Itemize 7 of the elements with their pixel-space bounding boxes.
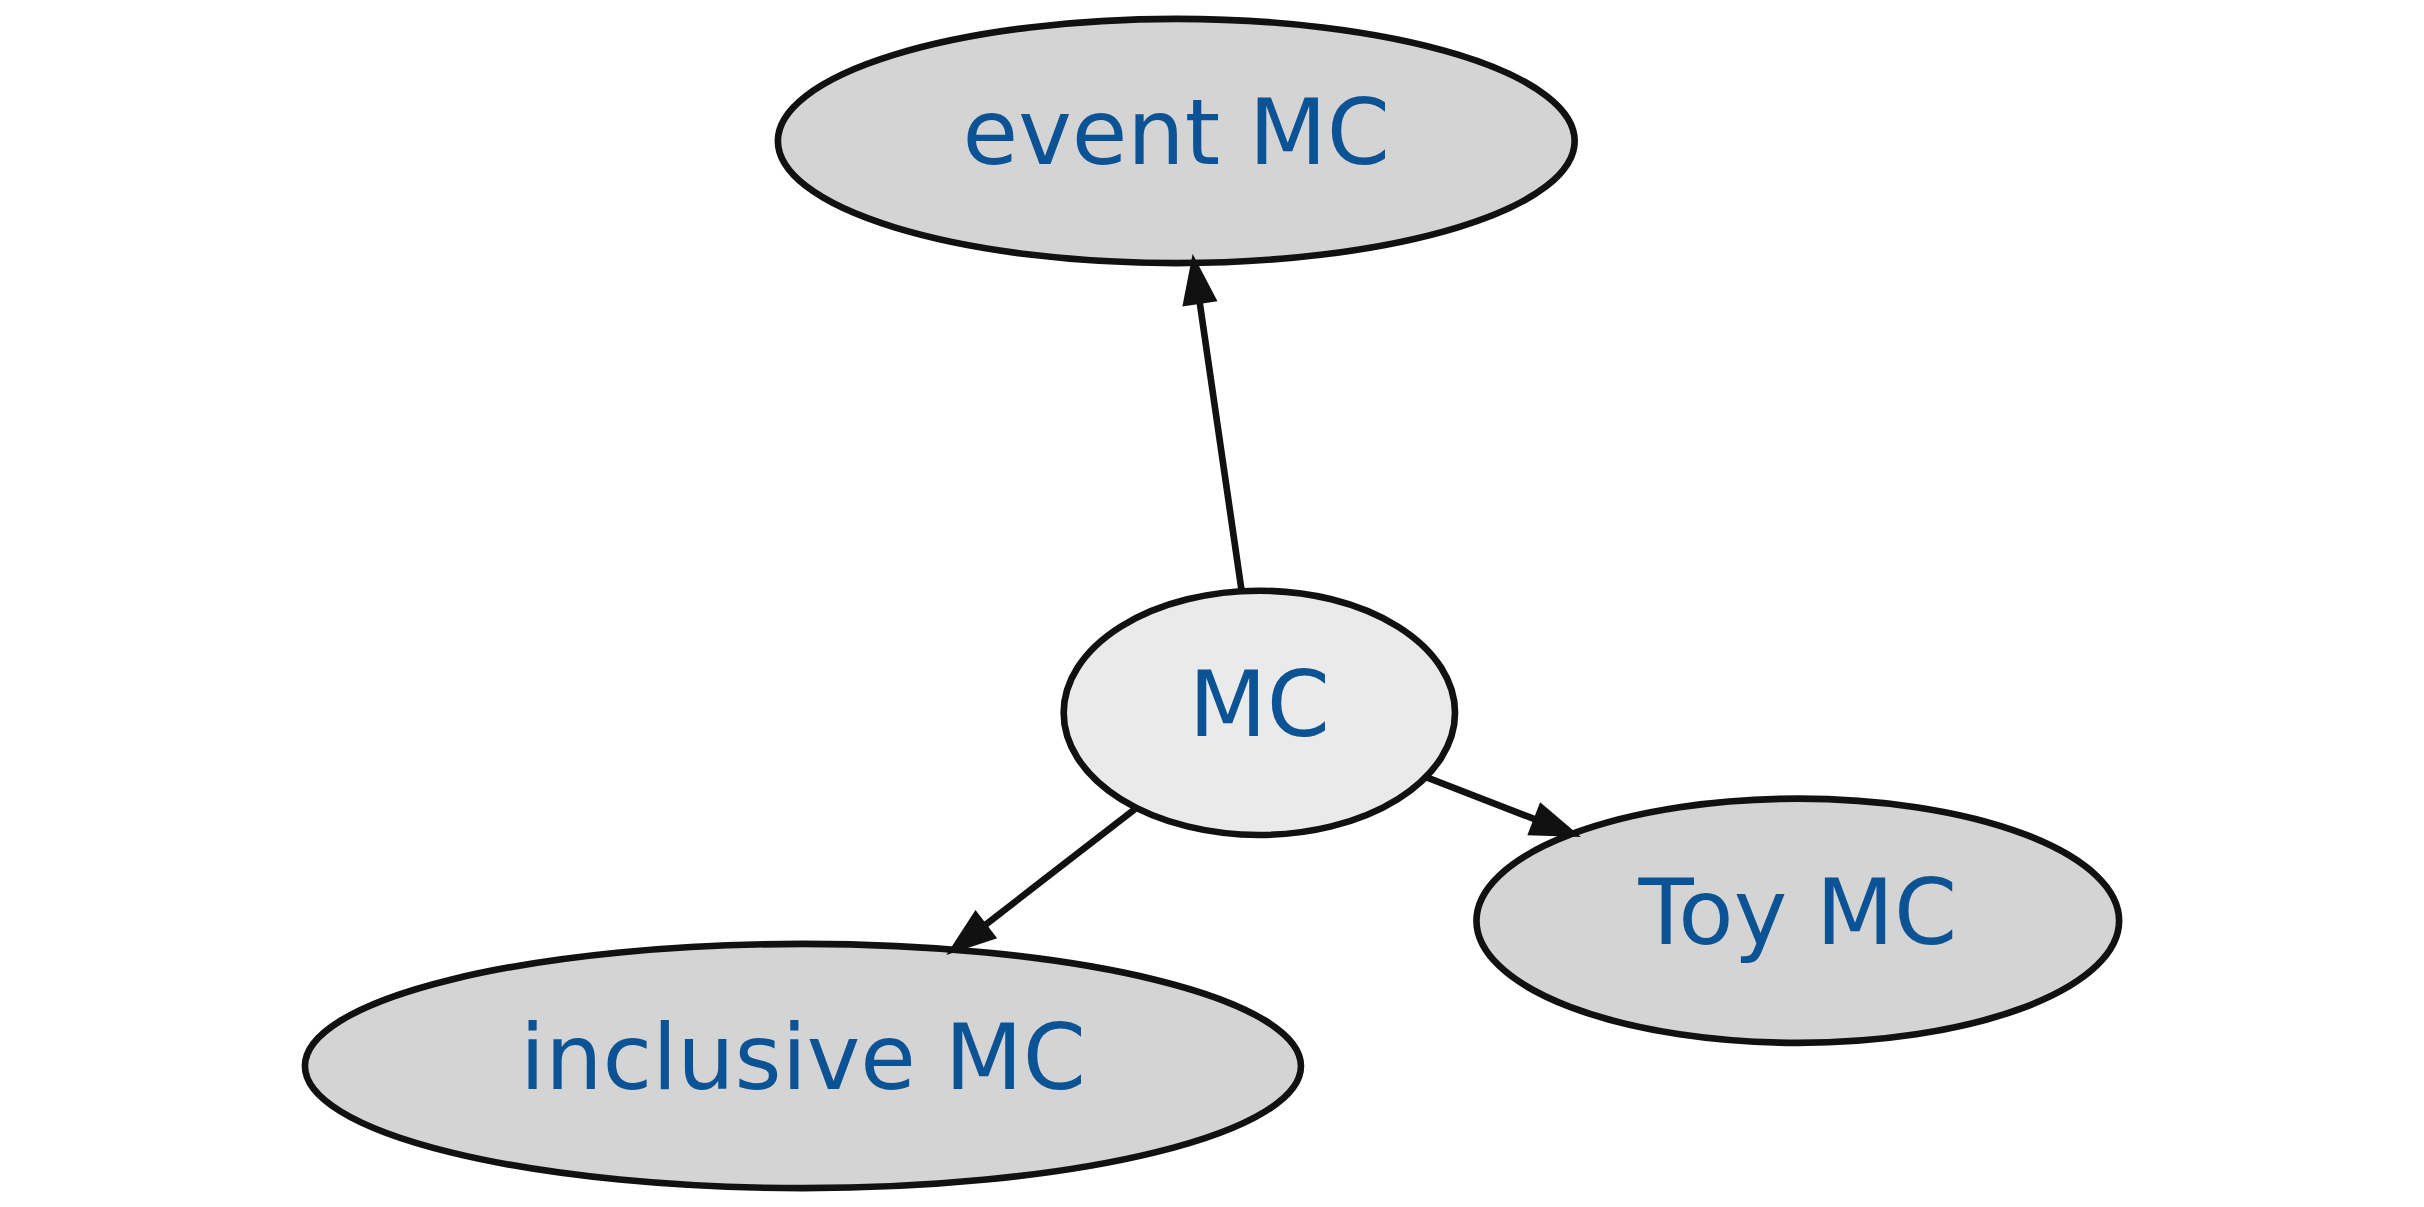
node-ellipse: MC [1060, 587, 1459, 839]
node-ellipse: Toy MC [1473, 795, 2123, 1047]
arrow [1182, 253, 1245, 592]
arrow [946, 805, 1138, 956]
node-ellipse: inclusive MC [301, 940, 1305, 1192]
node-ellipse: event MC [774, 15, 1578, 267]
arrow [1424, 774, 1581, 838]
